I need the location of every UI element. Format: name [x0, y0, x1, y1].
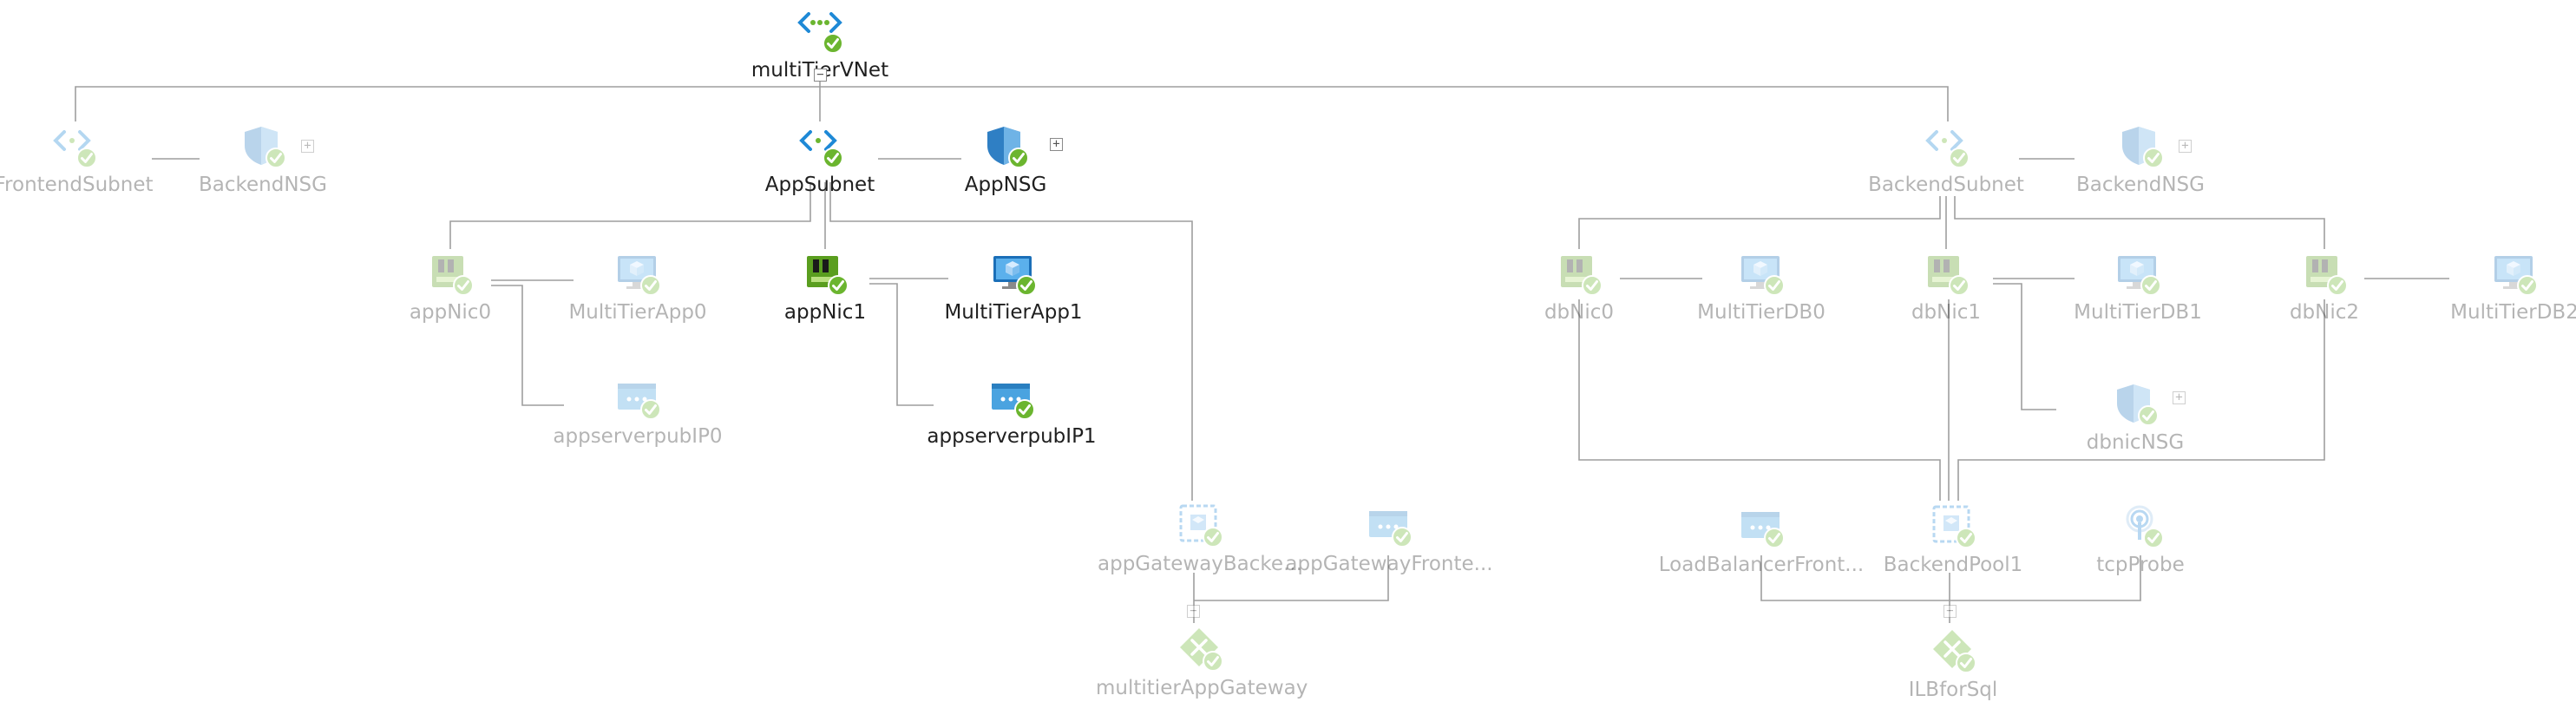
collapse-icon[interactable]: − [814, 69, 827, 82]
node-label: appserverpubIP1 [927, 425, 1097, 448]
node-label: appserverpubIP0 [553, 425, 723, 448]
node-multitier-app-gateway[interactable]: multitierAppGateway [1096, 625, 1308, 700]
vm-icon [990, 249, 1037, 296]
public-ip-icon [614, 373, 661, 420]
connector-line [1578, 196, 1941, 249]
node-db-nic0[interactable]: dbNic0 [1475, 249, 1683, 325]
nic-icon [1923, 249, 1970, 296]
subnet-icon [50, 121, 97, 168]
connector-line [1993, 283, 2056, 410]
frontend-ip-icon [1738, 502, 1785, 548]
node-appserverpub-i-p1[interactable]: appserverpubIP1 [908, 373, 1116, 449]
node-app-nic1[interactable]: appNic1 [721, 249, 929, 325]
node-db-nic1[interactable]: dbNic1 [1842, 249, 2050, 325]
node-label: MultiTierApp1 [944, 301, 1083, 324]
connector-line [829, 182, 1193, 501]
node-label: BackendNSG [2076, 174, 2205, 196]
nsg-icon [2117, 121, 2164, 168]
node-db-nic2[interactable]: dbNic2 [2220, 249, 2429, 325]
node-label: ILBforSql [1908, 679, 1998, 701]
vnet-icon [796, 7, 843, 54]
node-label: MultiTierDB1 [2074, 301, 2202, 324]
node-appserverpub-i-p0[interactable]: appserverpubIP0 [534, 373, 742, 449]
node-label: dbnicNSG [2086, 431, 2185, 454]
connector-line [1957, 299, 2325, 501]
expand-icon[interactable]: + [301, 140, 314, 153]
node-multi-tier-d-b0[interactable]: MultiTierDB0 [1657, 249, 1865, 325]
connector-line [1954, 196, 2325, 249]
node-label: MultiTierDB2 [2450, 301, 2576, 324]
node-label: dbNic2 [2289, 301, 2360, 324]
frontend-ip-icon [1366, 501, 1413, 548]
nic-icon [802, 249, 849, 296]
node-backend-pool1[interactable]: BackendPool1 [1849, 502, 2057, 577]
nsg-icon [2112, 379, 2159, 426]
node-app-n-s-g[interactable]: AppNSG [901, 121, 1110, 197]
node-label: BackendSubnet [1868, 174, 2024, 196]
node-multi-tier-app1[interactable]: MultiTierApp1 [909, 249, 1118, 325]
subnet-icon [796, 121, 843, 168]
connector-line [1760, 555, 2141, 601]
node-label: multitierAppGateway [1096, 677, 1308, 699]
nic-icon [427, 249, 474, 296]
public-ip-icon [988, 373, 1035, 420]
connector-line [491, 285, 564, 406]
node-label: dbNic0 [1544, 301, 1615, 324]
probe-icon [2117, 502, 2164, 548]
node-backend-n-s-g2[interactable]: BackendNSG [2036, 121, 2245, 197]
node-label: BackendPool1 [1883, 554, 2023, 576]
backend-pool-icon [1177, 501, 1223, 548]
node-ilb-for-sql[interactable]: ILBforSql [1849, 627, 2057, 702]
nic-icon [1556, 249, 1603, 296]
vm-icon [1738, 249, 1785, 296]
collapse-icon[interactable]: − [1943, 605, 1957, 618]
node-label: BackendNSG [199, 174, 327, 196]
connector-line [449, 182, 811, 249]
node-backend-subnet[interactable]: BackendSubnet [1842, 121, 2050, 197]
node-frontend-subnet[interactable]: FrontendSubnet [0, 121, 178, 197]
node-label: appNic1 [783, 301, 867, 324]
subnet-icon [1923, 121, 1970, 168]
backend-pool-icon [1930, 502, 1976, 548]
node-multi-tier-d-b2[interactable]: MultiTierDB2 [2410, 249, 2576, 325]
node-label: MultiTierApp0 [568, 301, 707, 324]
nsg-icon [982, 121, 1029, 168]
node-load-balancer-front[interactable]: LoadBalancerFront... [1657, 502, 1865, 577]
expand-icon[interactable]: + [1050, 138, 1063, 151]
node-multi-tier-d-b1[interactable]: MultiTierDB1 [2034, 249, 2242, 325]
node-label: FrontendSubnet [0, 174, 154, 196]
node-label: MultiTierDB0 [1697, 301, 1825, 324]
vm-icon [614, 249, 661, 296]
node-label: LoadBalancerFront... [1658, 554, 1865, 576]
node-app-gateway-backend[interactable]: appGatewayBacke... [1096, 501, 1304, 576]
expand-icon[interactable]: + [2173, 391, 2186, 404]
connector-line [869, 283, 934, 406]
nsg-icon [239, 121, 286, 168]
gateway-icon [1177, 625, 1223, 672]
collapse-icon[interactable]: − [1187, 605, 1200, 618]
node-app-subnet[interactable]: AppSubnet [716, 121, 924, 197]
connector-line [1578, 299, 1941, 501]
node-multi-tier-app0[interactable]: MultiTierApp0 [534, 249, 742, 325]
node-backend-n-s-g1[interactable]: BackendNSG [159, 121, 367, 197]
node-app-nic0[interactable]: appNic0 [346, 249, 554, 325]
expand-icon[interactable]: + [2179, 140, 2192, 153]
node-app-gateway-frontend[interactable]: appGatewayFronte... [1285, 501, 1493, 576]
node-label: dbNic1 [1911, 301, 1982, 324]
nic-icon [2301, 249, 2348, 296]
node-dbnic-n-s-g[interactable]: dbnicNSG [2031, 379, 2239, 455]
vm-icon [2114, 249, 2161, 296]
vm-icon [2491, 249, 2538, 296]
connector-line [1194, 555, 1389, 601]
node-label: appNic0 [409, 301, 492, 324]
node-label: appGatewayFronte... [1285, 553, 1493, 575]
node-tcp-probe[interactable]: tcpProbe [2036, 502, 2245, 577]
connector-line [75, 86, 1949, 121]
node-label: AppSubnet [764, 174, 875, 196]
node-label: AppNSG [964, 174, 1047, 196]
node-label: appGatewayBacke... [1098, 553, 1302, 575]
node-label: tcpProbe [2096, 554, 2185, 576]
gateway-icon [1930, 627, 1976, 673]
